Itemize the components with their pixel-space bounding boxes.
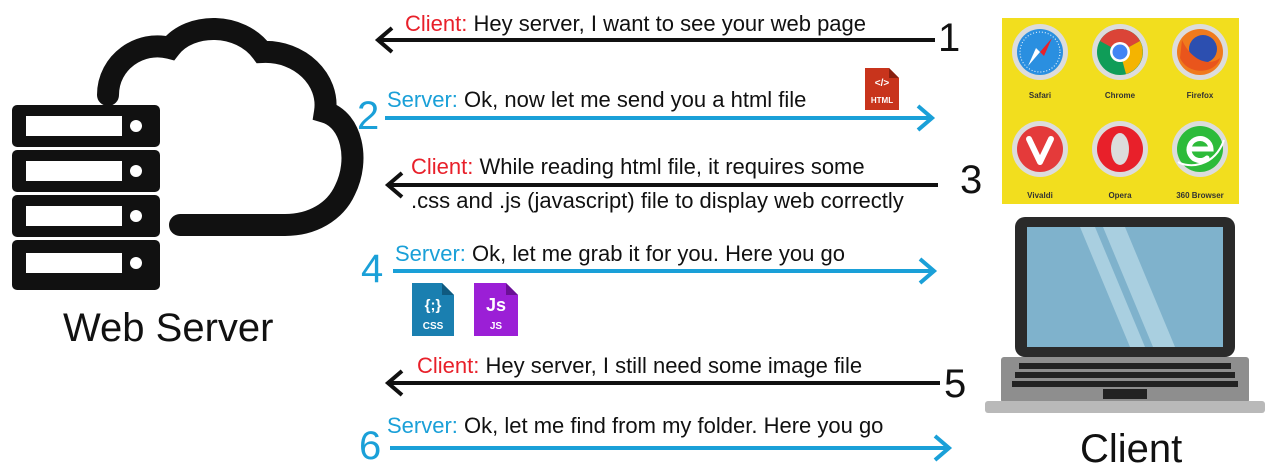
browser-panel: Safari Chrome Firefox Vivaldi Opera 360 … — [1002, 18, 1239, 204]
message-text: Ok, now let me send you a html file — [457, 87, 807, 112]
browser-label-vivaldi: Vivaldi — [1027, 191, 1053, 200]
message-3: Client: While reading html file, it requ… — [411, 154, 865, 180]
step-number-1: 1 — [938, 16, 961, 60]
speaker-label: Client: — [411, 154, 474, 179]
speaker-label: Client: — [417, 353, 480, 378]
client-caption: Client — [1080, 427, 1183, 471]
message-3-continued: .css and .js (javascript) file to displa… — [411, 188, 904, 213]
message-1: Client: Hey server, I want to see your w… — [405, 11, 866, 37]
browser-label-chrome: Chrome — [1104, 91, 1136, 100]
js-file-icon: Js JS — [474, 283, 518, 336]
message-5: Client: Hey server, I still need some im… — [417, 353, 862, 379]
arrow-step-5 — [384, 369, 940, 397]
message-text: Ok, let me find from my folder. Here you… — [457, 413, 884, 438]
cloud-shape — [97, 18, 364, 236]
message-text: While reading html file, it requires som… — [473, 154, 865, 179]
message-text: Ok, let me grab it for you. Here you go — [465, 241, 845, 266]
arrow-step-6 — [390, 434, 953, 462]
server-rack — [12, 105, 160, 290]
css-file-label: CSS — [422, 321, 444, 332]
step-number-2: 2 — [357, 94, 380, 138]
step-number-5: 5 — [944, 362, 967, 406]
message-text: Hey server, I want to see your web page — [467, 11, 867, 36]
chrome-icon — [1092, 24, 1148, 80]
arrow-step-4 — [393, 257, 938, 285]
message-2: Server: Ok, now let me send you a html f… — [387, 87, 806, 113]
message-6: Server: Ok, let me find from my folder. … — [387, 413, 883, 439]
speaker-label: Server: — [395, 241, 466, 266]
message-4: Server: Ok, let me grab it for you. Here… — [395, 241, 845, 267]
html-file-label: HTML — [870, 96, 894, 105]
browser-label-360-browser: 360 Browser — [1176, 191, 1224, 200]
web-server-caption: Web Server — [63, 306, 274, 350]
step-number-6: 6 — [359, 424, 382, 468]
js-tag-glyph: Js — [485, 295, 507, 315]
arrow-step-1 — [374, 26, 935, 54]
speaker-label: Server: — [387, 413, 458, 438]
firefox-icon — [1172, 24, 1228, 80]
vivaldi-icon — [1012, 121, 1068, 177]
laptop-icon — [985, 217, 1265, 413]
step-number-3: 3 — [960, 158, 983, 202]
browser-label-opera: Opera — [1108, 191, 1132, 200]
arrow-step-2 — [385, 104, 936, 132]
opera-icon — [1092, 121, 1148, 177]
speaker-label: Server: — [387, 87, 458, 112]
js-file-label: JS — [489, 321, 503, 332]
css-tag-glyph: {;} — [424, 297, 442, 314]
html-tag-glyph: </> — [874, 78, 890, 89]
css-file-icon: {;} CSS — [412, 283, 454, 336]
step-number-4: 4 — [361, 247, 384, 291]
message-text: Hey server, I still need some image file — [479, 353, 863, 378]
html-file-icon: </> HTML — [865, 68, 899, 110]
safari-icon — [1012, 24, 1068, 80]
web-server-icon — [12, 18, 364, 290]
speaker-label: Client: — [405, 11, 468, 36]
browser-label-safari: Safari — [1028, 91, 1052, 100]
arrow-step-3 — [384, 171, 938, 199]
browser-label-firefox: Firefox — [1186, 91, 1214, 100]
360-browser-icon — [1172, 121, 1228, 177]
